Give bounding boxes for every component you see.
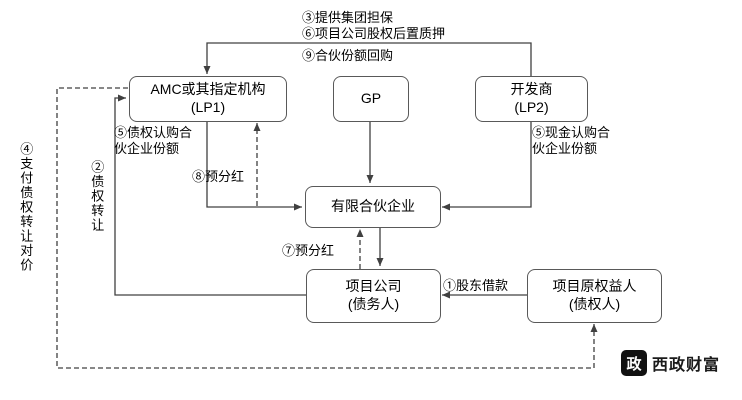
watermark: 政 西政财富 xyxy=(621,350,720,376)
box-developer-lp2: 开发商 (LP2) xyxy=(475,76,588,122)
watermark-logo-icon: 政 xyxy=(621,350,647,376)
debt-transfer-arrow xyxy=(114,94,306,296)
label-debt-transfer: ②债权转让 xyxy=(89,160,105,233)
box-original-holder: 项目原权益人 (债权人) xyxy=(527,269,662,323)
box-limited-partnership: 有限合伙企业 xyxy=(305,186,441,228)
box-amc-lp1: AMC或其指定机构 (LP1) xyxy=(129,76,287,122)
watermark-text: 西政财富 xyxy=(652,357,721,374)
label-pre-dividend-8: ⑧预分红 xyxy=(192,169,245,184)
lp1-subscription-arrow xyxy=(206,120,302,211)
label-transfer-payment: ④支付债权转让对价 xyxy=(18,142,34,273)
box-project-company: 项目公司 (债务人) xyxy=(306,269,441,323)
label-equity-pledge: ⑥项目公司股权后置质押 xyxy=(302,26,446,41)
label-lp2-subscription: ⑤现金认购合 伙企业份额 xyxy=(532,125,611,157)
box-gp: GP xyxy=(333,76,409,122)
lp2-subscription-arrow xyxy=(442,120,532,211)
label-pre-dividend-7: ⑦预分红 xyxy=(282,243,335,258)
label-group-guarantee: ③提供集团担保 xyxy=(302,10,394,25)
label-share-repurchase: ⑨合伙份额回购 xyxy=(302,48,394,63)
guarantee-arrow xyxy=(203,42,532,76)
label-lp1-subscription: ⑤债权认购合 伙企业份额 xyxy=(114,125,193,157)
label-shareholder-loan: ①股东借款 xyxy=(443,278,509,293)
